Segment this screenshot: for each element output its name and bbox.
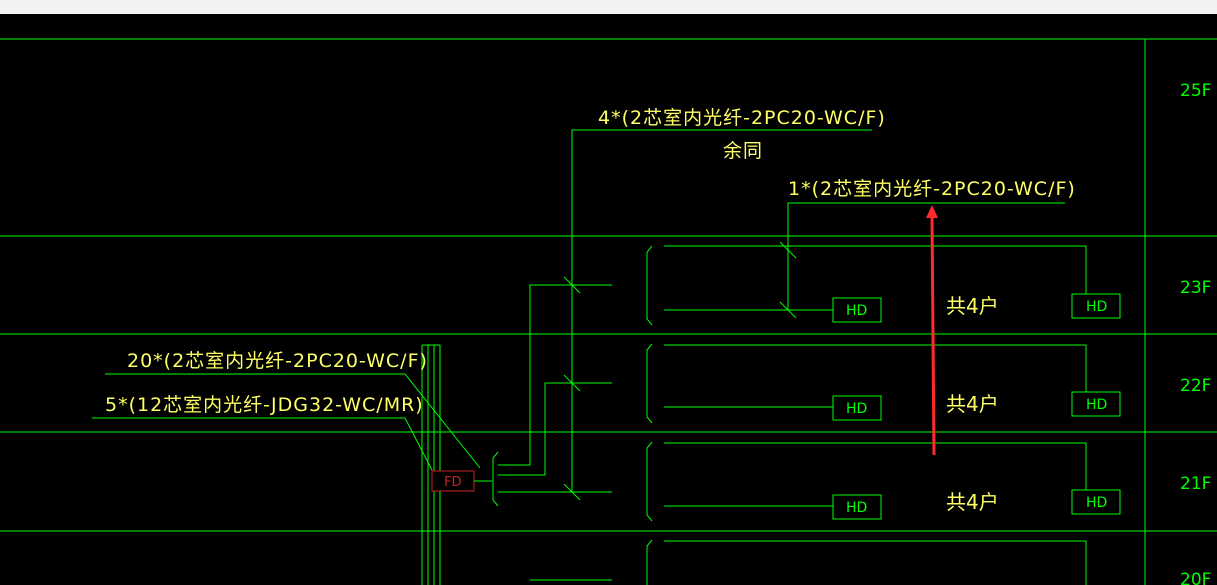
hd-box[interactable]: HD [832,297,882,323]
splitter-bracket [492,451,499,507]
branch-label: 1*(2芯室内光纤-2PC20-WC/F) [788,178,1076,200]
wiring-diagram: 25F 23F 22F 21F 20F 20*(2芯室内光纤-2PC20-WC/… [0,38,1217,585]
floor-label-21f: 21F [1180,474,1211,494]
floor-grid [0,38,1217,585]
svg-text:HD: HD [846,500,867,516]
incoming-label-1: 20*(2芯室内光纤-2PC20-WC/F) [127,350,428,372]
branch-leader [787,202,1065,310]
hd-box[interactable]: HD [832,494,882,520]
floor-label-23f: 23F [1180,278,1211,298]
svg-text:HD: HD [1086,299,1107,315]
svg-text:HD: HD [846,401,867,417]
floor-label-25f: 25F [1180,81,1211,101]
hd-box[interactable]: HD [832,395,882,421]
window-top-bar [0,0,1217,14]
household-count-21f: 共4户 [946,490,999,514]
incoming-leaders [92,373,481,471]
riser-top-note: 余同 [723,140,763,162]
hd-box[interactable]: HD [1071,489,1121,515]
svg-text:HD: HD [846,303,867,319]
red-annotation-arrow [926,205,938,456]
household-count-22f: 共4户 [946,392,999,416]
hd-box[interactable]: HD [1071,391,1121,417]
svg-text:HD: HD [1086,397,1107,413]
floor-21-group [646,441,1087,522]
svg-text:HD: HD [1086,495,1107,511]
fd-box-label: FD [444,475,462,490]
floor-20-group [646,539,1087,585]
cad-drawing-canvas[interactable]: 25F 23F 22F 21F 20F 20*(2芯室内光纤-2PC20-WC/… [0,14,1217,585]
main-riser [421,344,441,585]
incoming-label-2: 5*(12芯室内光纤-JDG32-WC/MR) [105,394,424,416]
household-count-23f: 共4户 [946,294,999,318]
hd-box[interactable]: HD [1071,293,1121,319]
distribution-lines [498,129,872,581]
riser-top-label: 4*(2芯室内光纤-2PC20-WC/F) [598,107,886,129]
floor-22-group [646,343,1087,424]
floor-23-group [646,245,1087,326]
floor-label-20f: 20F [1180,570,1211,585]
floor-label-22f: 22F [1180,376,1211,396]
